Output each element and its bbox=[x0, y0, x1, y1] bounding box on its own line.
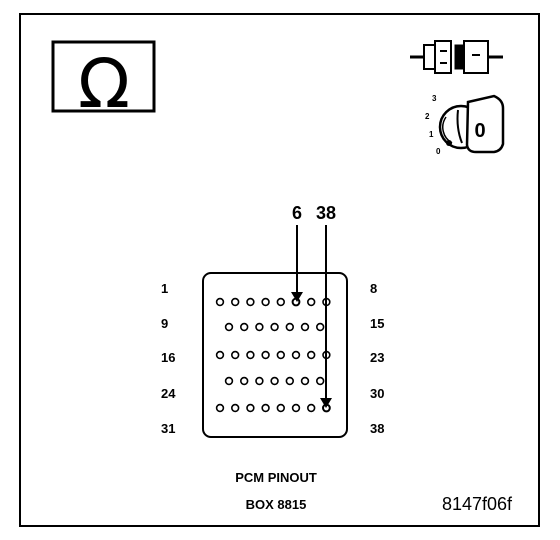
pin-36 bbox=[291, 403, 301, 413]
pin-9 bbox=[224, 322, 234, 332]
row-label-left-24: 24 bbox=[161, 386, 176, 401]
row-label-right-23: 23 bbox=[370, 350, 384, 365]
pin-7 bbox=[307, 297, 316, 307]
pin-22 bbox=[307, 350, 316, 360]
pin-11 bbox=[255, 322, 264, 332]
row-label-right-30: 30 bbox=[370, 386, 384, 401]
pin-25 bbox=[240, 376, 249, 386]
row-label-left-31: 31 bbox=[161, 421, 175, 436]
pin-14 bbox=[300, 322, 310, 332]
pin-29 bbox=[300, 376, 310, 386]
arrow-to-pin-38 bbox=[320, 225, 332, 408]
arrow-to-pin-6 bbox=[291, 225, 303, 302]
key-label: 0 bbox=[474, 120, 485, 142]
pin-grid bbox=[215, 297, 331, 413]
row-label-left-16: 16 bbox=[161, 350, 175, 365]
pin-24 bbox=[224, 376, 234, 386]
pin-28 bbox=[285, 376, 294, 386]
callout-pin-6: 6 bbox=[292, 203, 302, 223]
pin-21 bbox=[291, 350, 301, 360]
ignition-position-3: 3 bbox=[432, 94, 437, 103]
connector-body bbox=[202, 272, 348, 438]
pin-12 bbox=[270, 322, 279, 332]
ohms-symbol: Ω bbox=[78, 45, 130, 124]
ignition-position-2: 2 bbox=[425, 112, 430, 121]
pin-16 bbox=[215, 350, 225, 360]
caption-box-number: BOX 8815 bbox=[246, 497, 307, 512]
ignition-position-0: 0 bbox=[436, 147, 441, 156]
row-label-right-8: 8 bbox=[370, 281, 377, 296]
row-label-left-9: 9 bbox=[161, 316, 168, 331]
ignition-position-1: 1 bbox=[429, 130, 434, 139]
row-label-right-38: 38 bbox=[370, 421, 384, 436]
pin-26 bbox=[255, 376, 264, 386]
pin-35 bbox=[276, 403, 285, 413]
row-label-left-1: 1 bbox=[161, 281, 168, 296]
pin-1 bbox=[215, 297, 225, 307]
figure-id: 8147f06f bbox=[442, 494, 513, 514]
pin-10 bbox=[240, 322, 249, 332]
callout-pin-38: 38 bbox=[316, 203, 336, 223]
outer-frame bbox=[19, 13, 540, 527]
ignition-key-icon: 3 2 1 0 0 bbox=[425, 94, 505, 156]
pin-32 bbox=[231, 403, 240, 413]
pin-15 bbox=[316, 322, 325, 332]
pin-4 bbox=[261, 297, 270, 307]
pin-31 bbox=[215, 403, 225, 413]
pin-3 bbox=[246, 297, 255, 307]
caption-title: PCM PINOUT bbox=[235, 470, 317, 485]
ohms-icon: Ω bbox=[51, 40, 156, 124]
pin-13 bbox=[285, 322, 294, 332]
pin-33 bbox=[246, 403, 255, 413]
pin-20 bbox=[276, 350, 285, 360]
connector-icon bbox=[410, 40, 503, 74]
pin-30 bbox=[316, 376, 325, 386]
pin-5 bbox=[276, 297, 285, 307]
pin-37 bbox=[307, 403, 316, 413]
pin-19 bbox=[261, 350, 270, 360]
pin-18 bbox=[246, 350, 255, 360]
pin-17 bbox=[231, 350, 240, 360]
pin-34 bbox=[261, 403, 270, 413]
pin-27 bbox=[270, 376, 279, 386]
pin-2 bbox=[231, 297, 240, 307]
row-label-right-15: 15 bbox=[370, 316, 384, 331]
